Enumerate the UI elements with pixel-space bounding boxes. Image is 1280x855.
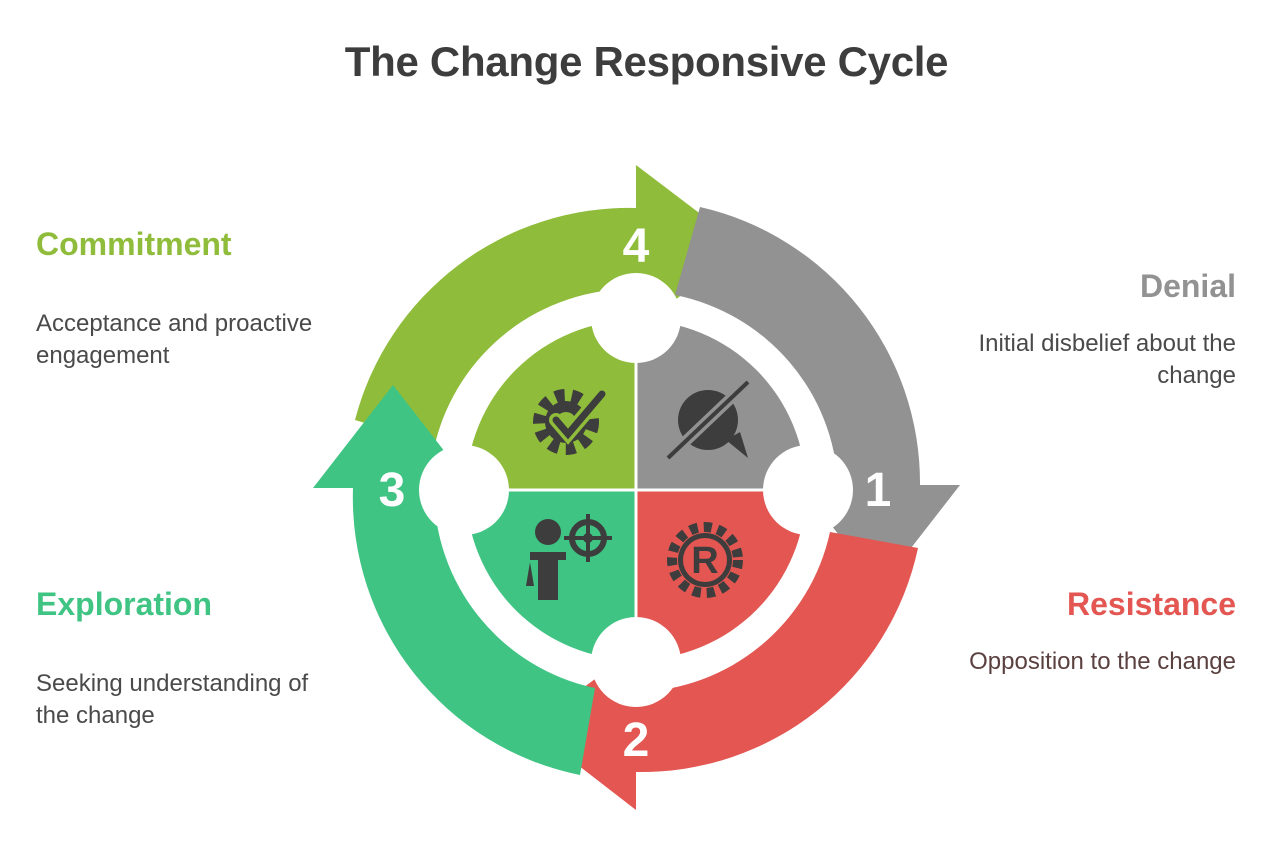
notch-bottom [591,617,681,707]
denial-description: Initial disbelief about the change [978,330,1236,389]
denial-number: 1 [865,464,892,517]
commitment-description: Acceptance and proactive engagement [36,310,313,369]
notch-right [763,445,853,535]
gear-r-icon: R [667,522,743,598]
notch-left [419,445,509,535]
page-title: The Change Responsive Cycle [344,38,949,85]
commitment-title: Commitment [36,226,232,262]
person-target-icon [526,514,612,600]
exploration-number: 3 [379,464,406,517]
resistance-description: Opposition to the change [969,648,1236,675]
exploration-title: Exploration [36,586,213,622]
denial-title: Denial [1139,268,1236,304]
commitment-number: 4 [623,220,650,273]
notch-top [591,273,681,363]
exploration-description: Seeking understanding of the change [36,670,309,729]
gear-check-icon [533,387,609,455]
commitment-arrow [355,165,744,444]
svg-text:R: R [691,540,718,582]
denial-arrow [675,207,960,588]
exploration-arrow [313,385,595,775]
resistance-number: 2 [623,714,650,767]
speech-bubble-slash-icon [664,378,752,462]
resistance-title: Resistance [1067,586,1236,622]
resistance-arrow [530,532,918,810]
